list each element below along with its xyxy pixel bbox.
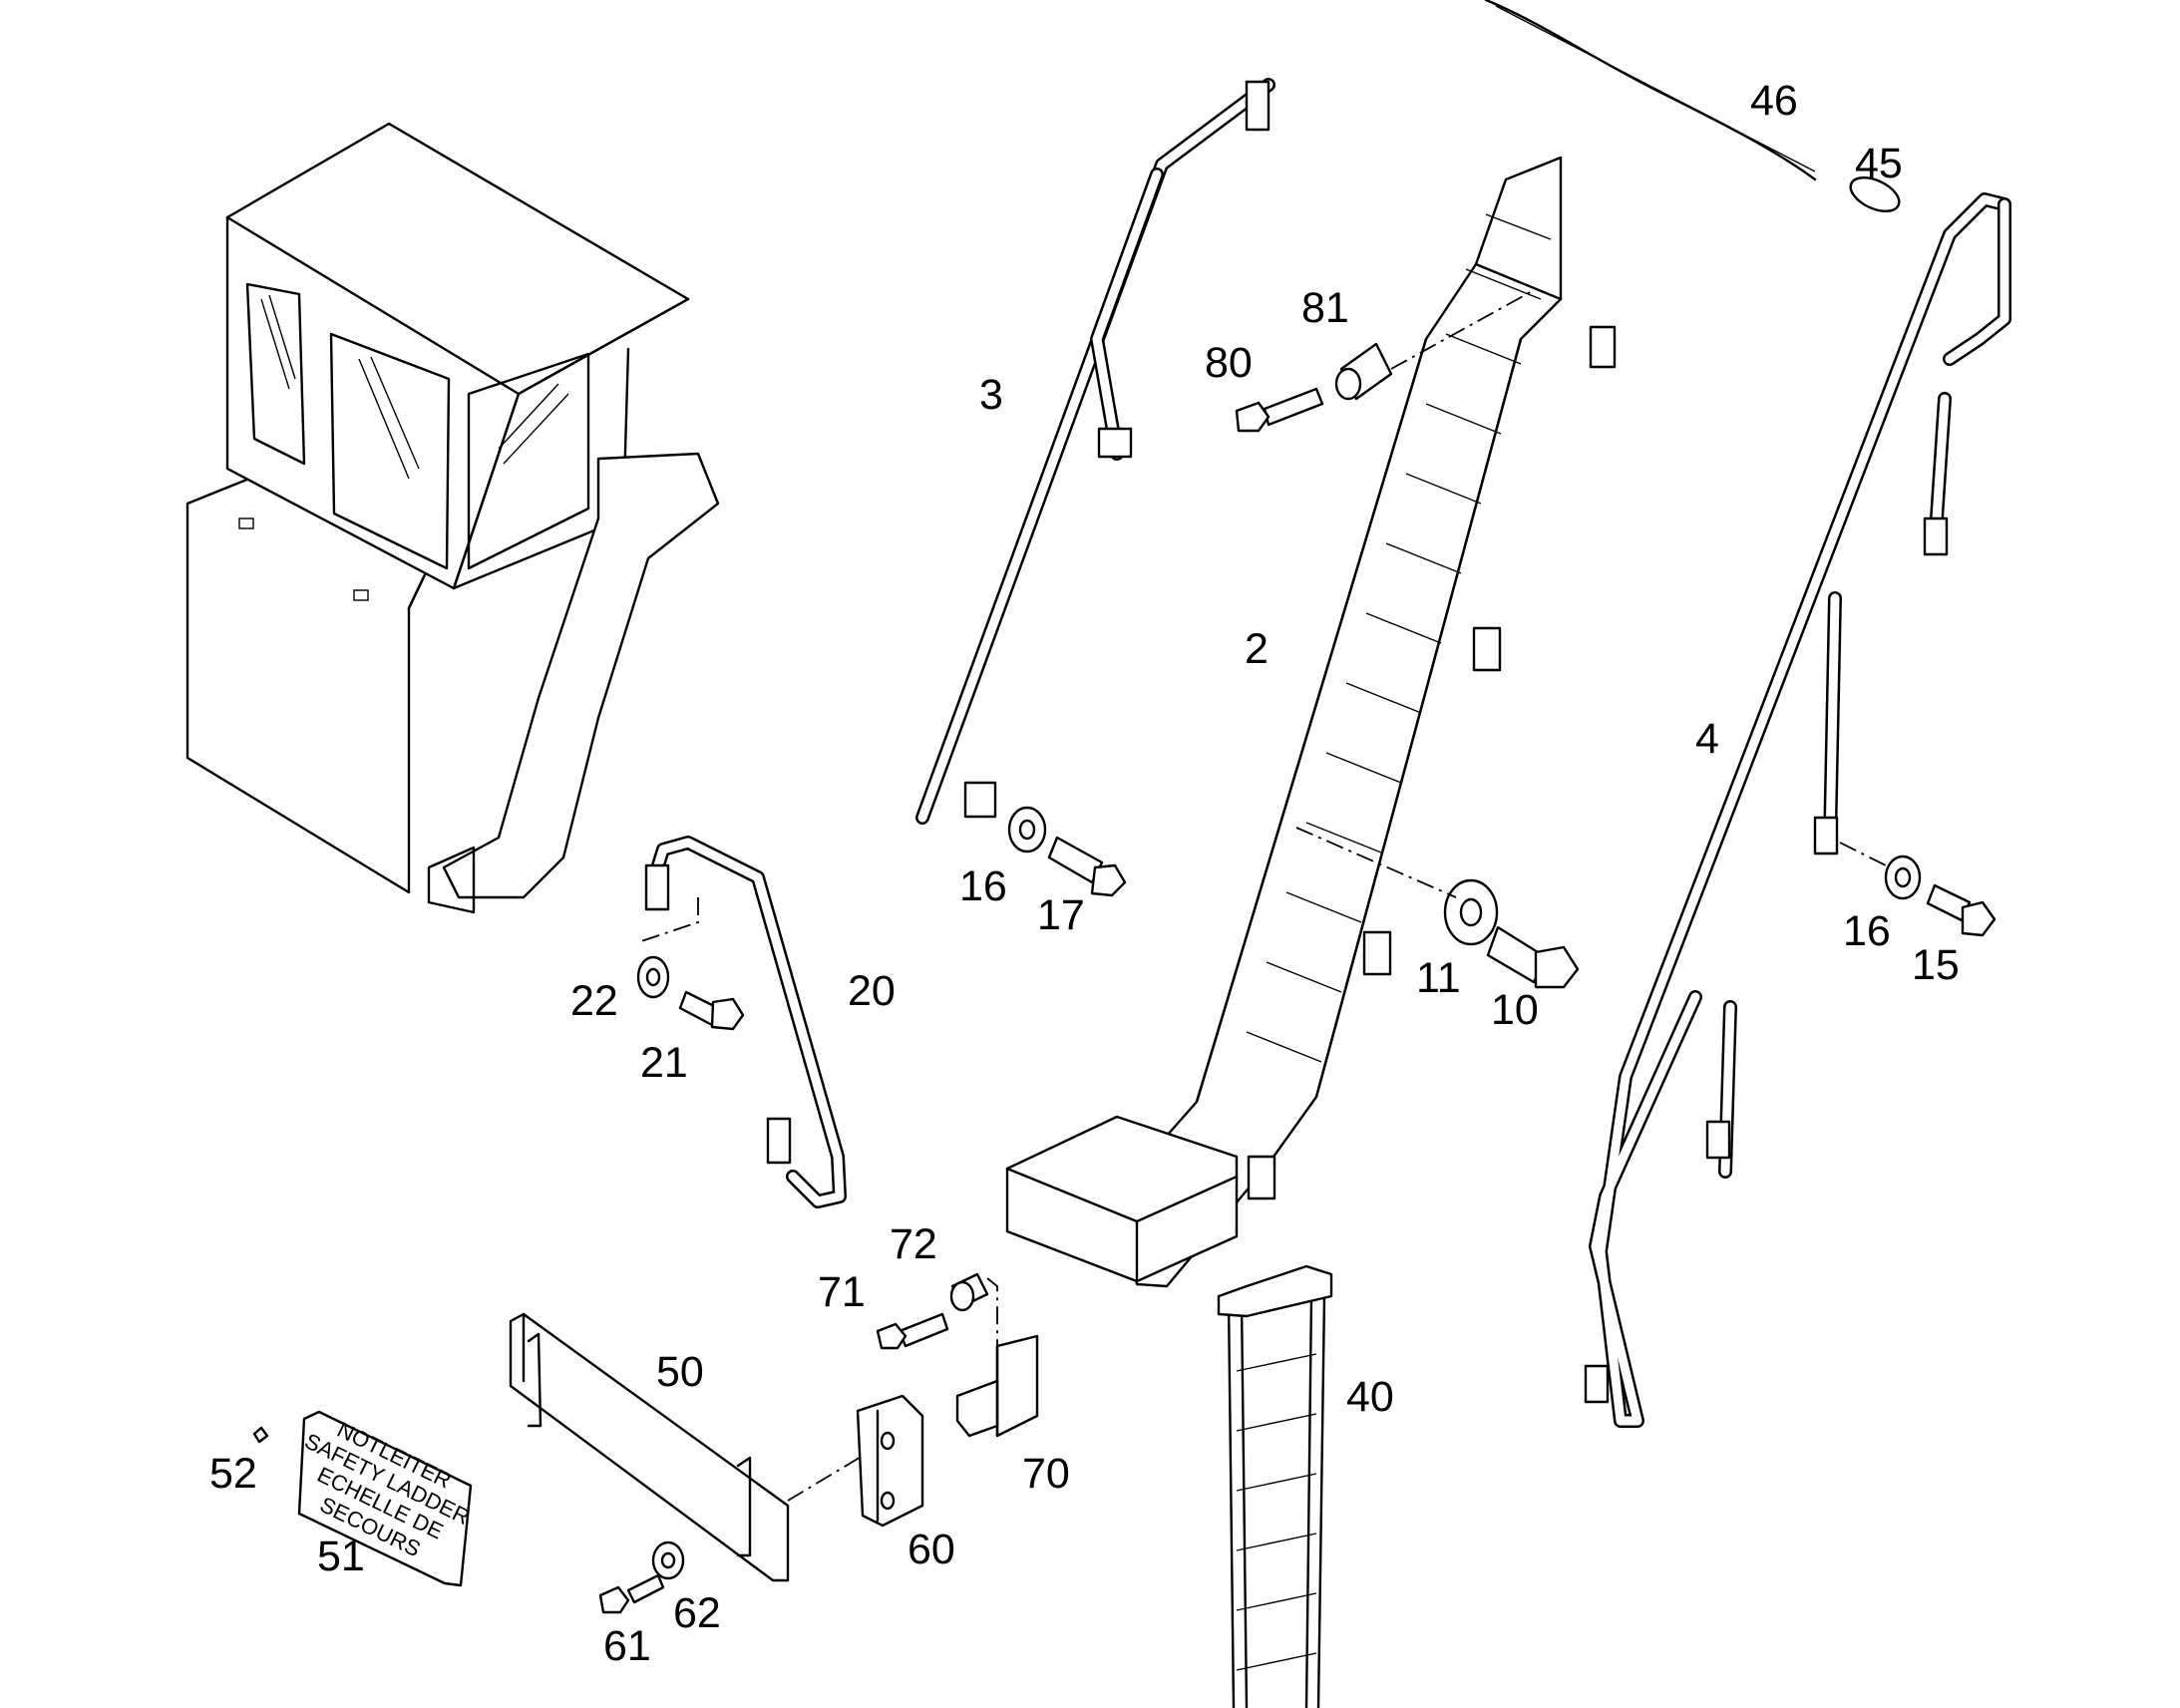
callout-20: 20: [848, 967, 896, 1015]
centerline-15: [1839, 842, 1901, 873]
callout-15: 15: [1912, 941, 1960, 989]
callout-3: 3: [979, 371, 1003, 419]
centerline-21: [637, 897, 699, 943]
callout-45: 45: [1855, 140, 1903, 187]
handrail-3: [915, 78, 1275, 825]
bolt-61: [598, 1573, 665, 1614]
cabin-assembly: [185, 122, 720, 914]
centerline-10-stair: [1295, 827, 1457, 898]
screw-52: [252, 1426, 269, 1444]
callout-51: 51: [317, 1533, 365, 1580]
bolt-10: [1486, 925, 1580, 989]
callout-80: 80: [1205, 339, 1253, 387]
spacer-81: [1334, 342, 1393, 401]
ladder-40: [1217, 1264, 1333, 1708]
bolt-15: [1926, 883, 1997, 937]
callout-81: 81: [1301, 284, 1349, 332]
washer-62: [651, 1540, 685, 1580]
callout-11: 11: [1416, 954, 1461, 1002]
bolt-21: [678, 990, 745, 1031]
callouts: 46 45 81 80 3 2 4 16 17 11 10 16 15 22 2…: [209, 77, 1960, 1670]
callout-10: 10: [1491, 986, 1539, 1034]
callout-61: 61: [603, 1622, 651, 1670]
bolt-80: [1235, 387, 1324, 433]
bolt-71: [876, 1312, 949, 1350]
washer-16-right: [1884, 854, 1922, 900]
centerline-80-stair: [1390, 288, 1537, 370]
washer-11: [1443, 878, 1499, 946]
callout-21: 21: [640, 1039, 688, 1087]
spacer-72: [949, 1272, 989, 1312]
chain: [1484, 0, 1901, 212]
callout-46: 46: [1750, 77, 1798, 125]
callout-62: 62: [673, 1589, 721, 1637]
callout-52: 52: [209, 1450, 257, 1498]
handrail-20: [644, 836, 847, 1208]
callout-40: 40: [1346, 1373, 1394, 1421]
callout-16-right: 16: [1843, 907, 1891, 955]
callout-4: 4: [1695, 715, 1719, 763]
handrail-4: [1584, 192, 2011, 1428]
washer-16-left: [1007, 806, 1047, 854]
callout-60: 60: [908, 1526, 955, 1573]
callout-17: 17: [1037, 891, 1085, 939]
callout-22: 22: [570, 977, 618, 1025]
centerline-60: [787, 1455, 864, 1502]
callout-16-left: 16: [959, 862, 1007, 910]
sign-plate-51: NOTLEITER SAFETY LADDER ECHELLE DE SECOU…: [297, 1410, 474, 1587]
bolt-17: [1047, 836, 1127, 897]
centerline-71: [986, 1277, 998, 1346]
callout-72: 72: [890, 1220, 937, 1268]
holder-60: [856, 1394, 924, 1528]
main-stair-2: [1005, 156, 1617, 1288]
callout-71: 71: [818, 1268, 866, 1316]
washer-22: [636, 955, 670, 999]
plate-50: [509, 1312, 790, 1582]
callout-50: 50: [656, 1348, 704, 1396]
callout-70: 70: [1022, 1450, 1070, 1498]
bracket-70: [955, 1334, 1039, 1438]
callout-2: 2: [1245, 625, 1269, 673]
